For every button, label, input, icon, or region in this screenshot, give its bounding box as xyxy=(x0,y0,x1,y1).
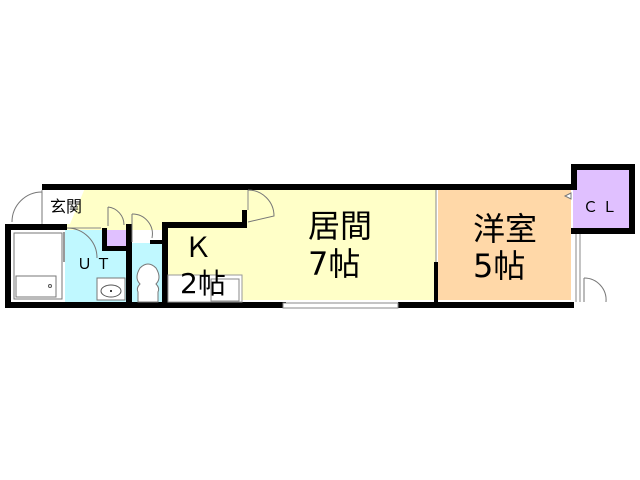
living-size: 7帖 xyxy=(308,245,361,283)
western-room-label: 洋室 xyxy=(473,210,538,248)
toilet xyxy=(136,263,160,303)
storage-floor xyxy=(107,230,127,246)
genkan-floor xyxy=(46,188,85,224)
closet-label: ＣＬ xyxy=(583,198,622,216)
closet-floor xyxy=(575,168,631,228)
western-room-size: 5帖 xyxy=(473,247,526,285)
living-floor xyxy=(243,190,436,300)
ut-label: ＵＴ xyxy=(77,255,116,273)
western-room-floor xyxy=(438,190,571,300)
living-label: 居間 xyxy=(308,207,373,245)
kitchen-label: Ｋ xyxy=(184,231,213,264)
genkan-label: 玄関 xyxy=(50,197,83,216)
living-window xyxy=(282,302,399,309)
kitchen-size: 2帖 xyxy=(180,267,226,300)
